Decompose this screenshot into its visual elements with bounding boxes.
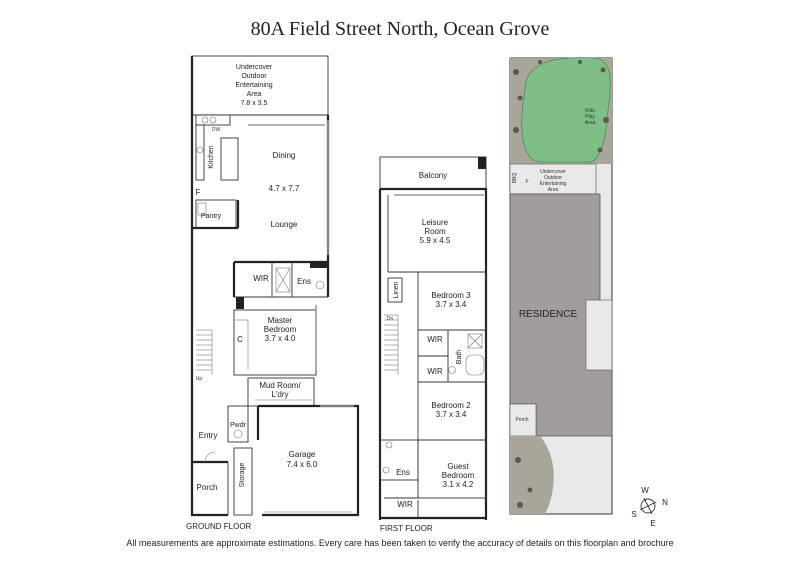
label-outdoor-3: Entertaining [235, 82, 272, 89]
label-uo-3: Entertaining [540, 181, 567, 187]
label-guest-2: Bedroom [442, 471, 475, 480]
label-garage: Garage [289, 450, 316, 459]
label-ens: Ens [297, 277, 311, 286]
label-site-porch: Porch [515, 417, 528, 423]
label-uo-1: Undercover [540, 169, 566, 175]
label-up: Up [196, 376, 203, 382]
first-floor-plan [378, 156, 488, 520]
label-uo-4: Area [548, 187, 559, 193]
compass-e: E [650, 519, 655, 528]
label-kitchen: Kitchen [208, 145, 215, 168]
label-c: C [237, 335, 243, 344]
compass-n: N [662, 498, 668, 507]
label-outdoor-4: Area [247, 91, 262, 98]
label-dining: Dining [273, 151, 296, 160]
label-guest-1: Guest [447, 462, 469, 471]
ground-floor-plan [190, 55, 360, 517]
label-outdoor-1: Undercover [236, 64, 273, 71]
label-master-2: Bedroom [264, 325, 297, 334]
label-kids-3: Area [585, 120, 596, 126]
label-master-dim: 3.7 x 4.0 [265, 334, 296, 343]
label-bbq: BBQ [512, 173, 518, 184]
label-garage-dim: 7.4 x 6.0 [287, 460, 318, 469]
label-leisure-dim: 5.9 x 4.5 [420, 236, 451, 245]
label-dining-dim: 4.7 x 7.7 [269, 184, 300, 193]
compass-icon [639, 497, 657, 515]
label-master-1: Master [268, 316, 293, 325]
label-uo-2: Outdoor [544, 175, 562, 181]
label-bed2: Bedroom 2 [431, 401, 471, 410]
label-lounge: Lounge [271, 220, 298, 229]
label-pwdr: Pwdr [230, 422, 247, 429]
label-dw: DW [212, 127, 221, 133]
label-leisure-2: Room [424, 227, 446, 236]
site-plan [509, 57, 613, 515]
label-mud-2: L'dry [271, 390, 288, 399]
first-floor-label: FIRST FLOOR [380, 524, 433, 533]
label-wir1: WIR [427, 335, 443, 344]
label-balcony: Balcony [419, 171, 447, 180]
label-wir2: WIR [427, 367, 443, 376]
label-wir3: WIR [397, 500, 413, 509]
label-bed2-dim: 3.7 x 3.4 [436, 410, 467, 419]
ground-floor-label: GROUND FLOOR [186, 522, 252, 531]
label-dn: Dn [387, 316, 394, 322]
label-mud-1: Mud Room/ [259, 381, 301, 390]
label-residence: RESIDENCE [519, 309, 578, 320]
compass-s: S [631, 510, 636, 519]
label-storage: Storage [239, 463, 246, 488]
label-pantry: Pantry [201, 213, 222, 220]
label-kids-2: Play [585, 114, 595, 120]
label-outdoor-2: Outdoor [241, 73, 267, 80]
label-leisure-1: Leisure [422, 218, 449, 227]
label-bed3-dim: 3.7 x 3.4 [436, 300, 467, 309]
label-bed3: Bedroom 3 [431, 291, 471, 300]
disclaimer: All measurements are approximate estimat… [126, 538, 674, 548]
label-porch: Porch [197, 483, 218, 492]
label-entry: Entry [199, 431, 218, 440]
label-guest-dim: 3.1 x 4.2 [443, 480, 474, 489]
label-f: F [196, 188, 201, 197]
label-ff-ens: Ens [396, 468, 410, 477]
label-site-f: F [525, 179, 528, 185]
label-outdoor-dim: 7.8 x 3.5 [241, 100, 268, 107]
label-wir: WIR [253, 274, 269, 283]
label-linen: Linen [393, 281, 400, 298]
label-kids-1: Kids [585, 108, 595, 114]
label-bath: Bath [456, 350, 463, 365]
compass-w: W [641, 486, 649, 495]
page-title: 80A Field Street North, Ocean Grove [250, 18, 550, 40]
